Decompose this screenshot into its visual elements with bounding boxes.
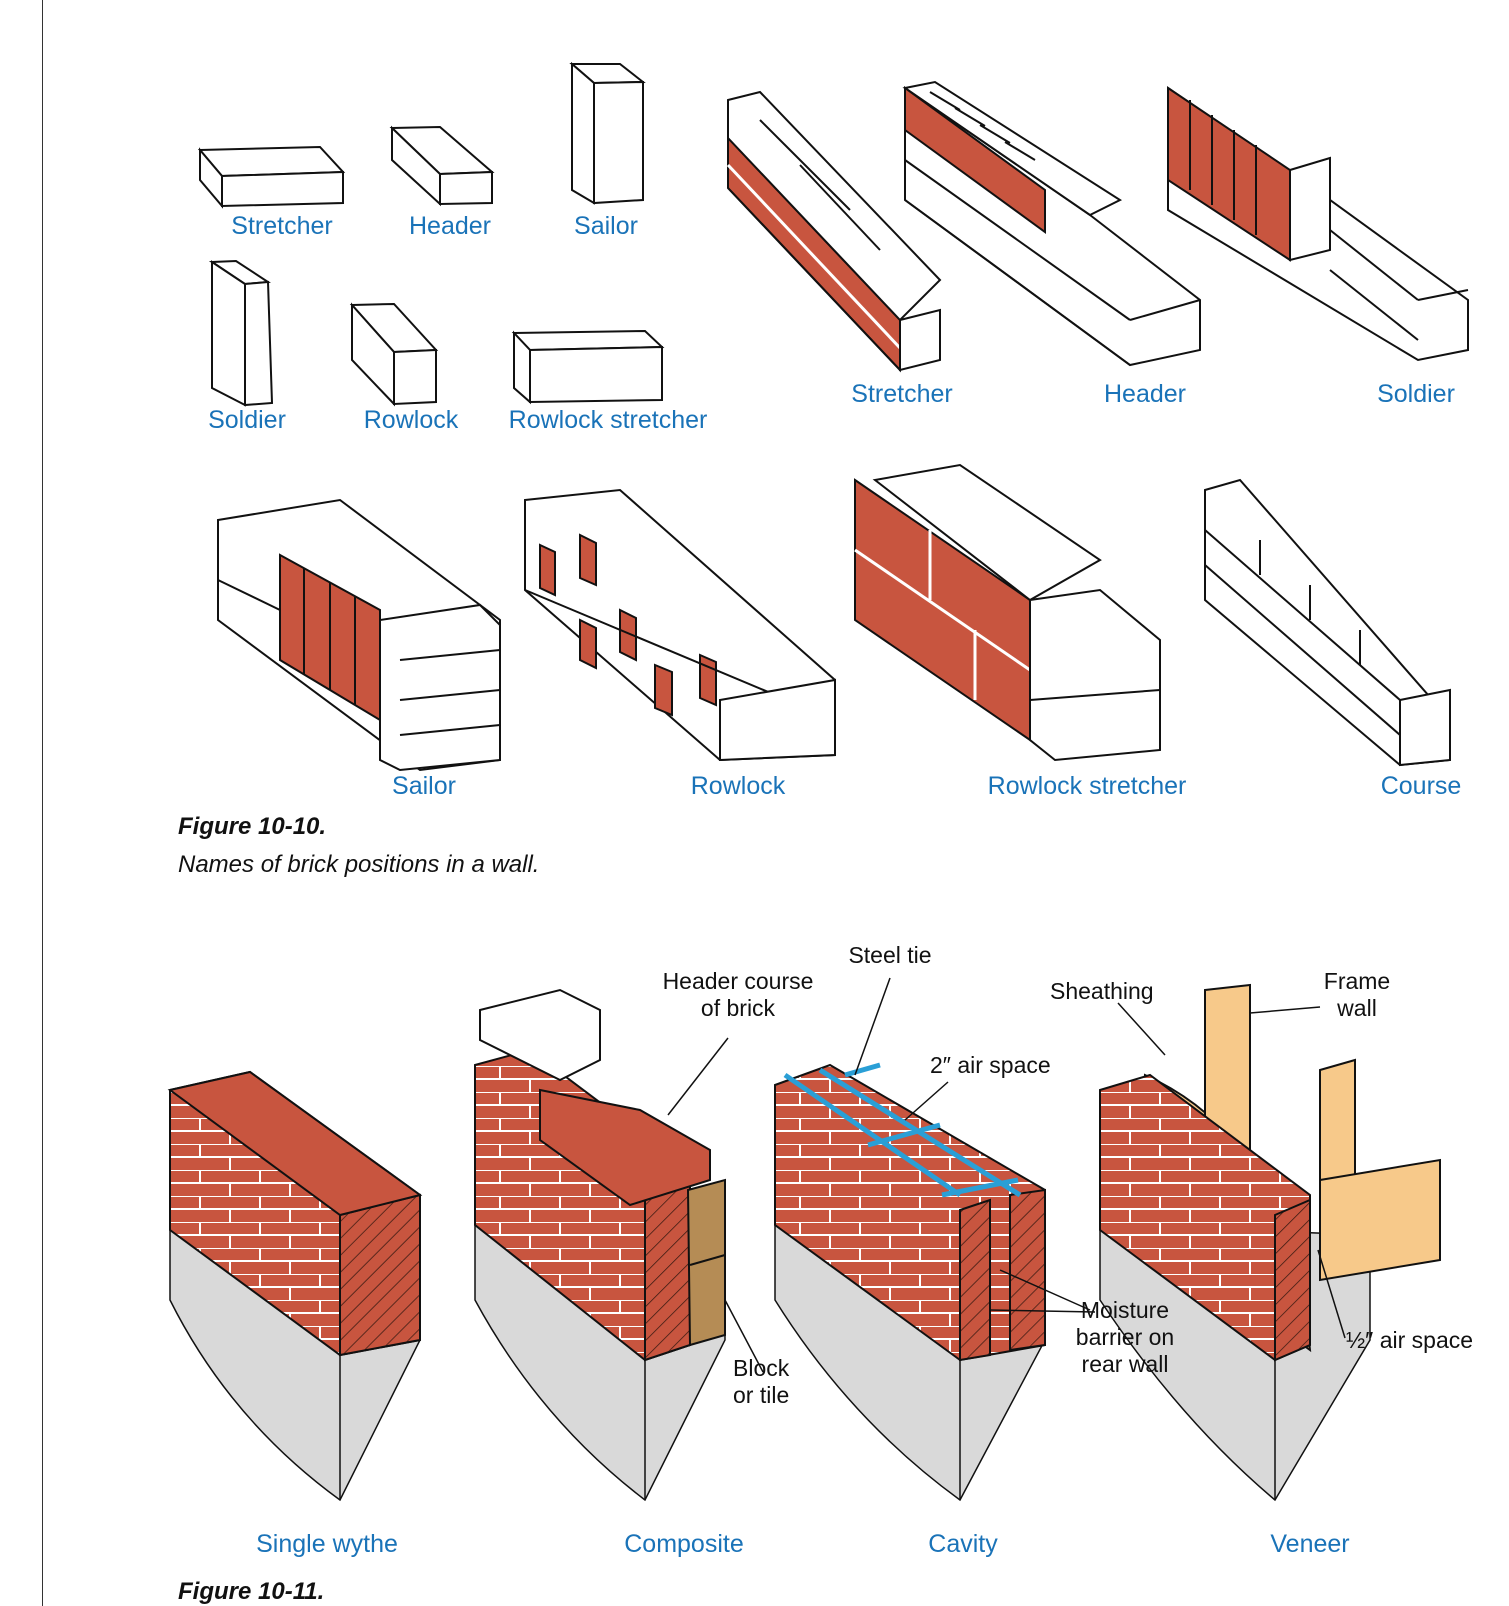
brick-rowlock-stretcher bbox=[511, 329, 665, 405]
brick-header bbox=[389, 125, 495, 207]
brick-rowlock bbox=[349, 302, 439, 407]
label-cavity: Cavity bbox=[928, 1530, 998, 1558]
wall-course bbox=[1204, 478, 1451, 767]
wall-single-wythe bbox=[167, 1070, 423, 1502]
callout-half-in-air-space: ½″ air space bbox=[1346, 1327, 1474, 1353]
callout-steel-tie: Steel tie bbox=[848, 942, 932, 968]
label-stretcher-brick: Stretcher bbox=[231, 212, 333, 240]
figure-10-11-number: Figure 10-11. bbox=[178, 1578, 325, 1605]
brick-stretcher bbox=[197, 145, 346, 209]
wall-stretcher bbox=[726, 90, 942, 373]
callout-sheathing: Sheathing bbox=[1050, 978, 1154, 1004]
label-header-wall: Header bbox=[1104, 380, 1186, 408]
label-sailor-brick: Sailor bbox=[574, 212, 638, 240]
label-veneer: Veneer bbox=[1270, 1530, 1350, 1558]
wall-veneer bbox=[1099, 983, 1441, 1502]
label-rowlock-brick: Rowlock bbox=[363, 406, 459, 434]
label-rowlock-stretcher-wall: Rowlock stretcher bbox=[987, 772, 1187, 800]
figure-10-10-number: Figure 10-10. bbox=[178, 813, 327, 840]
label-header-brick: Header bbox=[409, 212, 491, 240]
label-stretcher-wall: Stretcher bbox=[851, 380, 953, 408]
label-course-wall: Course bbox=[1380, 772, 1462, 800]
callout-2in-air-space: 2″ air space bbox=[930, 1052, 1051, 1078]
label-soldier-brick: Soldier bbox=[208, 406, 286, 434]
callout-leaders bbox=[667, 977, 1346, 1373]
wall-soldier bbox=[1167, 86, 1469, 362]
wall-rowlock bbox=[524, 488, 836, 762]
label-rowlock-wall: Rowlock bbox=[690, 772, 786, 800]
label-sailor-wall: Sailor bbox=[392, 772, 456, 800]
wall-composite bbox=[474, 988, 726, 1502]
callout-moisture-barrier: Moisture barrier on rear wall bbox=[1075, 1297, 1175, 1377]
label-single-wythe: Single wythe bbox=[256, 1530, 398, 1558]
callout-header-course: Header course of brick bbox=[662, 968, 814, 1021]
brick-soldier bbox=[208, 259, 274, 407]
wall-rowlock-stretcher bbox=[854, 463, 1161, 762]
label-soldier-wall: Soldier bbox=[1377, 380, 1455, 408]
wall-sailor bbox=[217, 498, 501, 772]
wall-cavity bbox=[774, 1062, 1046, 1502]
wall-header bbox=[902, 80, 1201, 367]
callout-frame-wall: Frame wall bbox=[1323, 968, 1391, 1021]
figure-10-10-caption: Names of brick positions in a wall. bbox=[178, 851, 540, 878]
label-composite: Composite bbox=[624, 1530, 744, 1558]
brick-sailor bbox=[569, 61, 646, 205]
page-margin-rule bbox=[42, 0, 43, 1606]
callout-block-or-tile: Block or tile bbox=[733, 1355, 790, 1408]
label-rowlock-stretcher-brick: Rowlock stretcher bbox=[508, 406, 708, 434]
